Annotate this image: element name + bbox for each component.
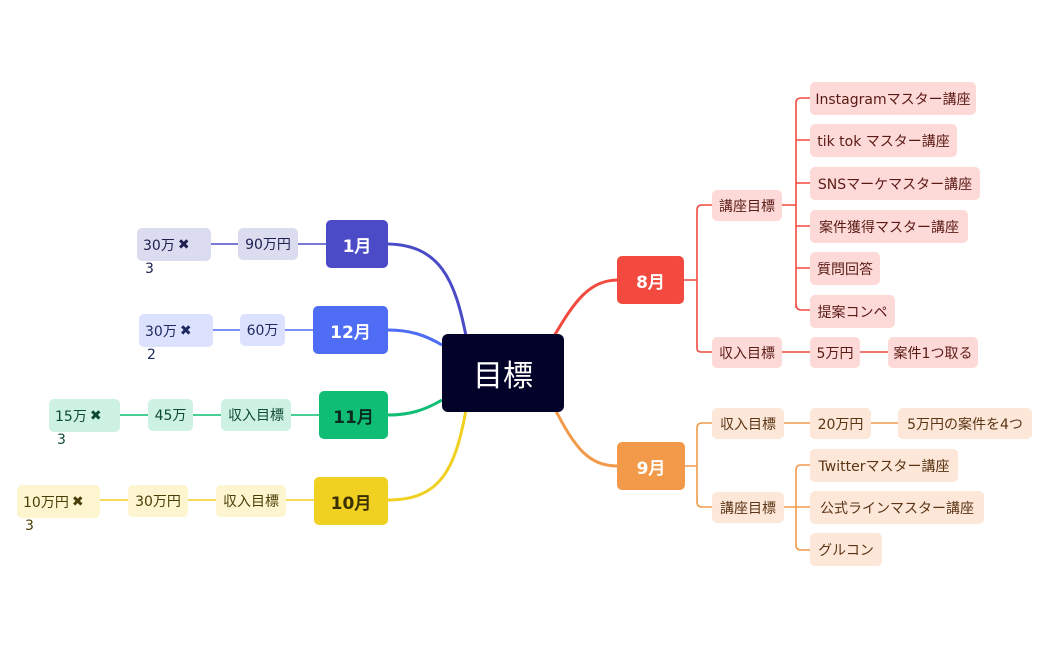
aug-course-item[interactable]: SNSマーケマスター講座 bbox=[810, 167, 980, 200]
sep-course-goal[interactable]: 講座目標 bbox=[712, 492, 784, 523]
month-node-nov[interactable]: 11月 bbox=[319, 391, 388, 439]
multiply-icon: ✖ bbox=[89, 407, 102, 424]
link-aug-course-items bbox=[782, 97, 810, 311]
link-center-jan bbox=[387, 242, 468, 337]
month-node-aug[interactable]: 8月 bbox=[617, 256, 684, 304]
nov-multiplier: 3 bbox=[57, 432, 66, 448]
dec-amount[interactable]: 60万 bbox=[240, 314, 285, 346]
dec-calc[interactable]: 30万✖ bbox=[139, 314, 213, 347]
link-center-dec bbox=[387, 328, 443, 347]
oct-calc[interactable]: 10万円✖ bbox=[17, 485, 100, 518]
link-sep-course-items bbox=[784, 464, 810, 551]
aug-course-item[interactable]: Instagramマスター講座 bbox=[810, 82, 976, 115]
aug-course-item[interactable]: 質問回答 bbox=[810, 252, 880, 285]
aug-course-item[interactable]: 案件獲得マスター講座 bbox=[810, 210, 968, 243]
oct-multiplier: 3 bbox=[25, 518, 34, 534]
nov-calc[interactable]: 15万✖ bbox=[49, 399, 120, 432]
aug-income-goal[interactable]: 収入目標 bbox=[712, 337, 782, 368]
dec-calc-value: 30万 bbox=[145, 323, 177, 340]
aug-course-item[interactable]: 提案コンペ bbox=[810, 295, 895, 328]
sep-income-amount[interactable]: 20万円 bbox=[810, 408, 871, 439]
sep-course-item[interactable]: Twitterマスター講座 bbox=[810, 449, 958, 482]
nov-income-goal[interactable]: 収入目標 bbox=[221, 399, 291, 431]
month-node-dec[interactable]: 12月 bbox=[313, 306, 388, 354]
aug-course-item[interactable]: tik tok マスター講座 bbox=[810, 124, 957, 157]
multiply-icon: ✖ bbox=[179, 322, 192, 339]
center-node[interactable]: 目標 bbox=[442, 334, 564, 412]
sep-course-item[interactable]: 公式ラインマスター講座 bbox=[810, 491, 984, 524]
multiply-icon: ✖ bbox=[71, 493, 84, 510]
month-node-jan[interactable]: 1月 bbox=[326, 220, 388, 268]
month-node-sep[interactable]: 9月 bbox=[617, 442, 685, 490]
oct-amount[interactable]: 30万円 bbox=[128, 485, 188, 517]
link-center-oct bbox=[387, 409, 468, 502]
month-node-oct[interactable]: 10月 bbox=[314, 477, 388, 525]
jan-calc[interactable]: 30万✖ bbox=[137, 228, 211, 261]
sep-income-goal[interactable]: 収入目標 bbox=[712, 408, 784, 439]
sep-course-item[interactable]: グルコン bbox=[810, 533, 882, 566]
jan-multiplier: 3 bbox=[145, 261, 154, 277]
nov-amount[interactable]: 45万 bbox=[148, 399, 193, 431]
sep-income-detail[interactable]: 5万円の案件を4つ bbox=[898, 408, 1032, 439]
oct-income-goal[interactable]: 収入目標 bbox=[216, 485, 286, 517]
oct-calc-value: 10万円 bbox=[23, 494, 69, 511]
link-sep-trunk bbox=[685, 422, 712, 508]
nov-calc-value: 15万 bbox=[55, 408, 87, 425]
link-center-nov bbox=[387, 398, 443, 417]
jan-calc-value: 30万 bbox=[143, 237, 175, 254]
link-center-aug bbox=[551, 278, 619, 339]
aug-income-detail[interactable]: 案件1つ取る bbox=[888, 337, 978, 368]
multiply-icon: ✖ bbox=[177, 236, 190, 253]
link-center-sep bbox=[551, 404, 619, 468]
link-aug-trunk bbox=[683, 204, 712, 353]
dec-multiplier: 2 bbox=[147, 347, 156, 363]
aug-course-goal[interactable]: 講座目標 bbox=[712, 190, 782, 221]
aug-income-amount[interactable]: 5万円 bbox=[810, 337, 860, 368]
jan-amount[interactable]: 90万円 bbox=[238, 228, 298, 260]
